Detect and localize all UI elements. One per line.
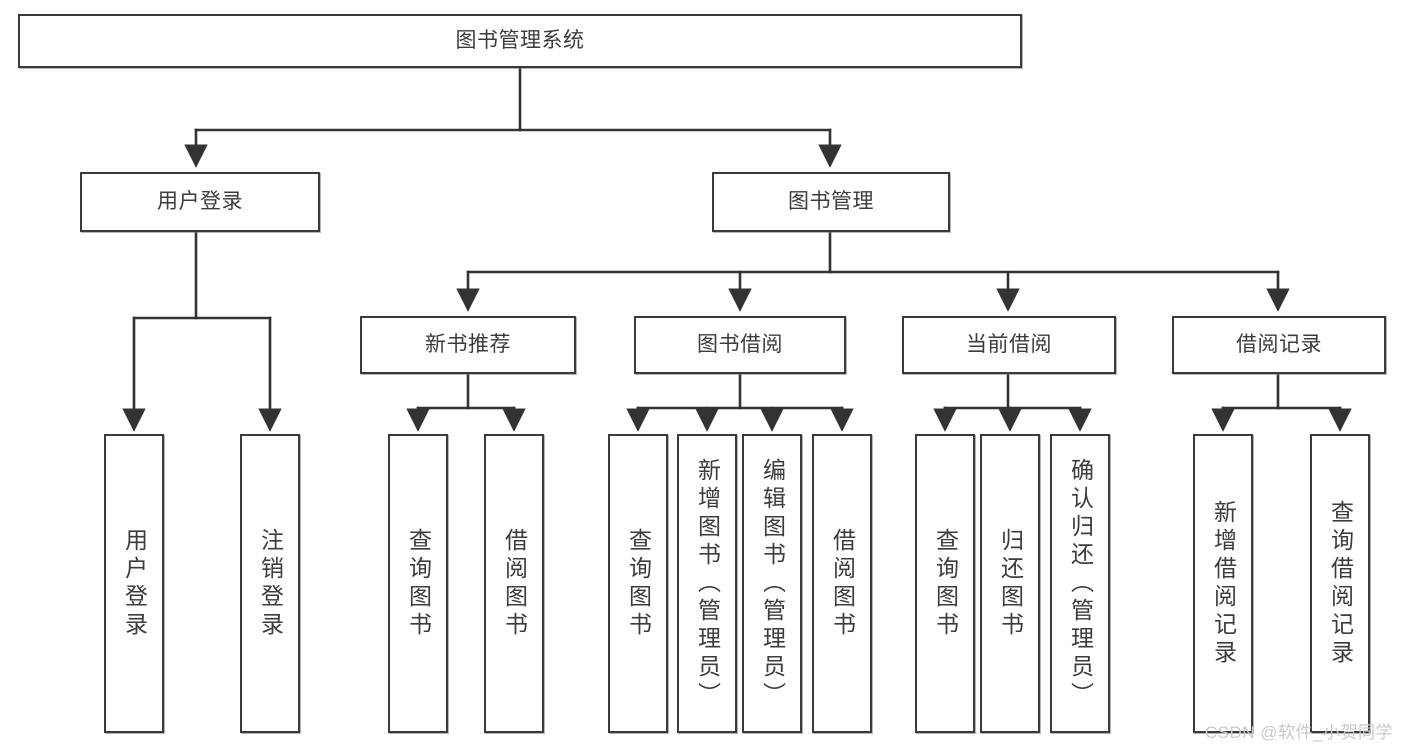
node-root-label: 图书管理系统 <box>455 28 585 52</box>
node-leaf-return-book[interactable]: 归还图书 <box>980 434 1040 733</box>
node-leaf-query-book-2-label: 查询图书 <box>625 527 652 640</box>
node-leaf-query-book-1[interactable]: 查询图书 <box>388 434 448 733</box>
node-leaf-user-logout[interactable]: 注销登录 <box>240 434 300 733</box>
node-book-manage-label: 图书管理 <box>788 189 874 213</box>
node-leaf-user-login-label: 用户登录 <box>121 527 148 640</box>
node-leaf-query-book-1-label: 查询图书 <box>405 527 432 640</box>
node-leaf-query-book-3-label: 查询图书 <box>932 527 959 640</box>
node-leaf-borrow-book-2-label: 借阅图书 <box>829 527 856 640</box>
node-current-borrow[interactable]: 当前借阅 <box>902 316 1116 374</box>
node-book-manage[interactable]: 图书管理 <box>712 172 950 232</box>
node-current-borrow-label: 当前借阅 <box>966 332 1052 356</box>
node-book-borrow[interactable]: 图书借阅 <box>634 316 846 374</box>
node-user-login-label: 用户登录 <box>157 189 243 213</box>
node-new-book-recommend[interactable]: 新书推荐 <box>360 316 576 374</box>
node-leaf-edit-book-label: 编辑图书（管理员） <box>759 457 786 710</box>
node-leaf-query-book-3[interactable]: 查询图书 <box>915 434 975 733</box>
node-leaf-query-record-label: 查询借阅记录 <box>1327 499 1354 668</box>
watermark: CSDN @软件_小贺同学 <box>1204 723 1393 742</box>
node-leaf-borrow-book-2[interactable]: 借阅图书 <box>812 434 872 733</box>
node-leaf-add-record[interactable]: 新增借阅记录 <box>1193 434 1253 733</box>
node-leaf-borrow-book-1[interactable]: 借阅图书 <box>484 434 544 733</box>
node-leaf-confirm-return-label: 确认归还（管理员） <box>1067 457 1094 710</box>
node-leaf-add-book[interactable]: 新增图书（管理员） <box>677 434 737 733</box>
node-leaf-query-book-2[interactable]: 查询图书 <box>608 434 668 733</box>
node-leaf-borrow-book-1-label: 借阅图书 <box>501 527 528 640</box>
node-leaf-query-record[interactable]: 查询借阅记录 <box>1310 434 1370 733</box>
node-leaf-user-logout-label: 注销登录 <box>257 527 284 640</box>
node-leaf-confirm-return[interactable]: 确认归还（管理员） <box>1050 434 1110 733</box>
node-leaf-add-book-label: 新增图书（管理员） <box>694 457 721 710</box>
node-new-book-recommend-label: 新书推荐 <box>425 332 511 356</box>
node-leaf-add-record-label: 新增借阅记录 <box>1210 499 1237 668</box>
node-user-login[interactable]: 用户登录 <box>80 172 320 232</box>
node-book-borrow-label: 图书借阅 <box>697 332 783 356</box>
node-leaf-edit-book[interactable]: 编辑图书（管理员） <box>742 434 802 733</box>
node-borrow-record-label: 借阅记录 <box>1236 332 1322 356</box>
node-leaf-user-login[interactable]: 用户登录 <box>104 434 164 733</box>
node-borrow-record[interactable]: 借阅记录 <box>1172 316 1386 374</box>
node-leaf-return-book-label: 归还图书 <box>997 527 1024 640</box>
node-root[interactable]: 图书管理系统 <box>18 14 1022 68</box>
